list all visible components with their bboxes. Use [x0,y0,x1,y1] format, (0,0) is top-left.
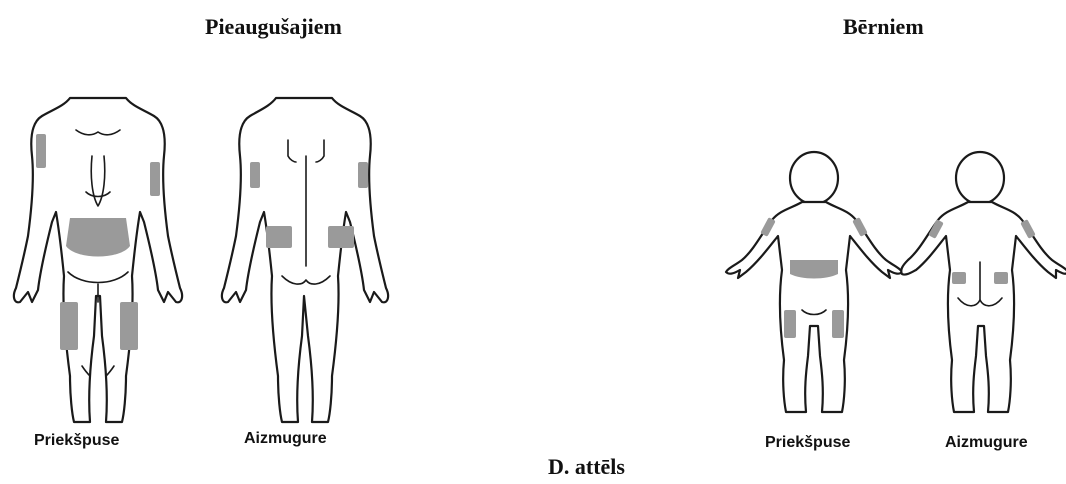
adult-front-figure [8,96,188,426]
injection-area-child-thigh-left [832,310,844,338]
heading-children: Bērniem [843,14,924,40]
heading-adults: Pieaugušajiem [205,14,342,40]
injection-area-child-buttock-left [994,272,1008,284]
injection-area-buttock-right [266,226,292,248]
injection-area-child-buttock-right [952,272,966,284]
injection-area-upper-arm-left [150,162,160,196]
child-back-figure [900,150,1066,420]
child-front-figure [722,150,902,420]
figure-caption: D. attēls [548,454,625,480]
injection-area-thigh-left [120,302,138,350]
adult-back-figure [212,96,392,426]
injection-area-buttock-left [328,226,354,248]
label-adult-back: Aizmugure [244,430,327,448]
injection-area-abdomen [66,218,130,257]
injection-area-back-upper-arm-left [358,162,368,188]
injection-area-thigh-right [60,302,78,350]
label-adult-front: Priekšpuse [34,432,119,450]
injection-area-child-thigh-right [784,310,796,338]
label-child-back: Aizmugure [945,434,1028,452]
label-child-front: Priekšpuse [765,434,850,452]
injection-area-child-abdomen [790,260,838,279]
injection-area-back-upper-arm-right [250,162,260,188]
injection-area-upper-arm-right [36,134,46,168]
